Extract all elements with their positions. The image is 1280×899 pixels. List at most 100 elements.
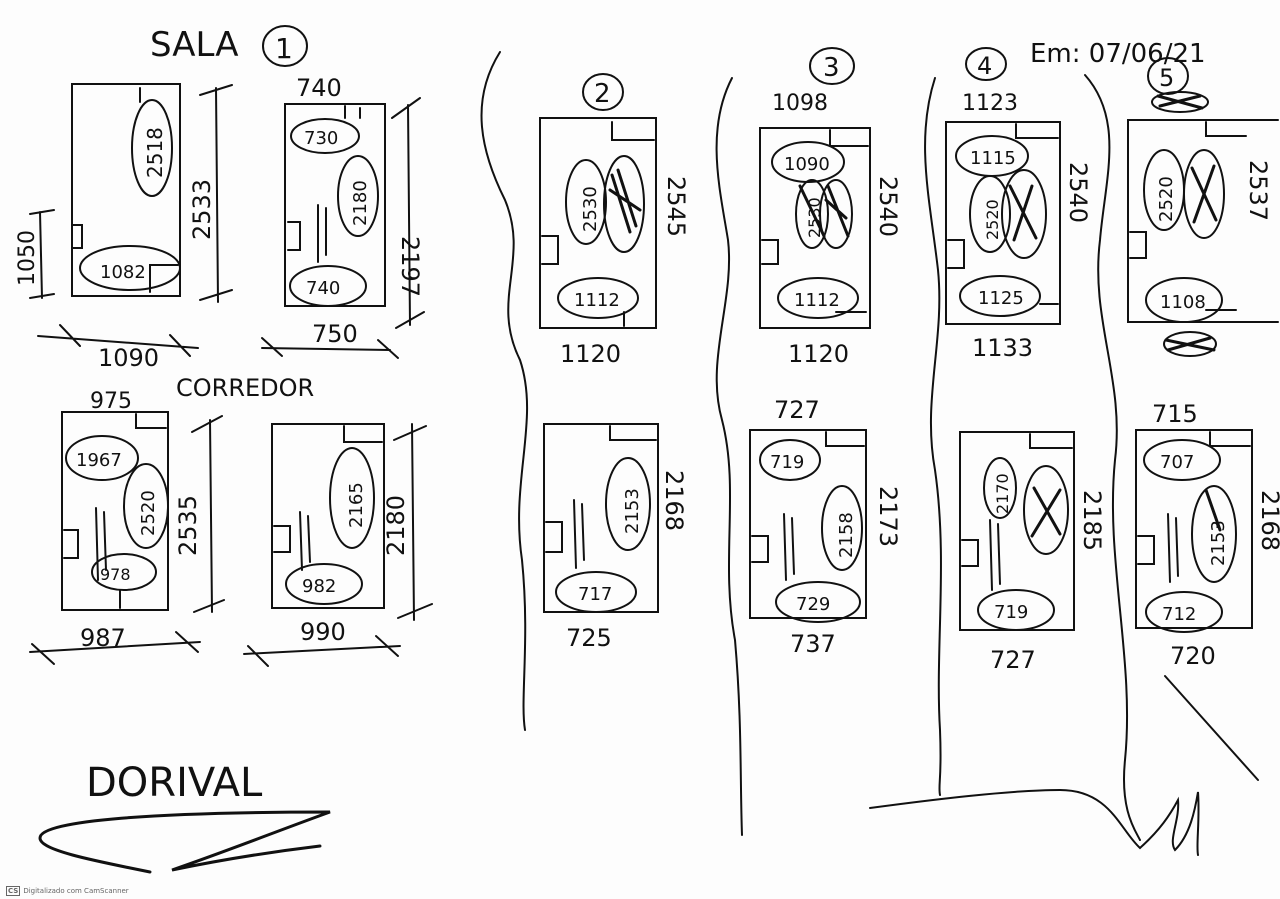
dimension-label: 750 (312, 320, 358, 348)
room-sala-left (29, 83, 233, 357)
measure-value: 719 (994, 602, 1028, 623)
dimension-label: 2540 (1064, 162, 1092, 223)
measure-circle (795, 179, 829, 249)
dimension-label: 715 (1152, 400, 1198, 428)
room-col2-top (539, 117, 657, 329)
measure-circle (777, 277, 859, 319)
scanner-badge: CS (6, 886, 21, 896)
dimension-label: 1120 (560, 340, 621, 368)
room-col3-top (759, 127, 871, 329)
divider-line-2 (715, 77, 743, 836)
measure-value: 1090 (784, 154, 830, 175)
measure-value: 2170 (993, 473, 1012, 514)
corner-diagonal (1164, 675, 1259, 781)
measure-circle (565, 159, 607, 245)
dimension-label: 2540 (874, 176, 902, 237)
room-sala-right (261, 97, 425, 359)
divider-line-1 (480, 51, 529, 731)
measure-value: 1115 (970, 148, 1016, 169)
dimension-label: 1098 (772, 91, 828, 116)
measure-value: 1967 (76, 450, 122, 471)
measure-value: 2530 (805, 197, 824, 238)
measure-circle (1143, 439, 1221, 481)
dimension-label: 1090 (98, 344, 159, 372)
dimension-label: 975 (90, 389, 132, 414)
room-col2-bottom (543, 423, 659, 613)
dimension-label: 2185 (1078, 490, 1106, 551)
dimension-label: 2545 (662, 176, 690, 237)
room-col4-top (945, 121, 1061, 325)
measure-value: 2153 (1208, 520, 1229, 566)
measure-value: 978 (100, 565, 131, 584)
measure-circle (555, 571, 637, 613)
measure-circle (977, 589, 1055, 631)
measure-circle (65, 435, 139, 481)
measure-value: 2180 (350, 180, 371, 226)
measure-value: 2520 (983, 199, 1002, 240)
scribble-mark (1156, 94, 1204, 110)
measure-value: 2153 (622, 488, 643, 534)
measure-value: 729 (796, 594, 830, 615)
dimension-label: 740 (296, 74, 342, 102)
dimension-label: 737 (790, 630, 836, 658)
dimension-label: 1123 (962, 91, 1018, 116)
measure-circle (819, 179, 853, 249)
measure-circle (79, 245, 181, 291)
measure-circle (91, 553, 157, 591)
title-number-circle (262, 25, 308, 67)
measure-value: 707 (1160, 452, 1194, 473)
measure-value: 2530 (580, 186, 601, 232)
room-corredor-left (29, 411, 225, 665)
measure-circle (969, 175, 1011, 253)
measure-circle (1145, 277, 1223, 323)
dimension-label: 727 (774, 396, 820, 424)
measure-value: 2158 (836, 512, 857, 558)
room-col4-bottom (959, 431, 1075, 631)
measure-circle (290, 118, 360, 154)
measure-value: 2520 (138, 490, 159, 536)
dimension-label: 2180 (382, 495, 410, 556)
measure-circle (821, 485, 863, 571)
dimension-label: 2535 (174, 495, 202, 556)
dimension-label: 2537 (1244, 160, 1272, 221)
column-number: 2 (594, 79, 611, 109)
dimension-label: 727 (990, 646, 1036, 674)
dimension-label: 725 (566, 624, 612, 652)
divider-line-4 (1084, 74, 1141, 841)
dimension-label: 2533 (188, 179, 216, 240)
dimension-label: 990 (300, 618, 346, 646)
dimension-label: 2197 (396, 236, 424, 297)
date-label: Em: 07/06/21 (1030, 39, 1206, 69)
column-number-circle (809, 47, 855, 85)
measure-value: 1082 (100, 262, 146, 283)
measure-circle (131, 99, 173, 197)
column-number-circle (582, 73, 624, 111)
dimension-label: 2168 (660, 470, 688, 531)
dimension-label: 2168 (1256, 490, 1280, 551)
signature: DORIVAL (86, 760, 263, 806)
room-col5-bottom (1135, 429, 1253, 633)
measure-circle (1001, 169, 1047, 259)
column-number: 5 (1159, 64, 1174, 92)
title-number: 1 (275, 32, 293, 65)
measure-value: 1112 (794, 290, 840, 311)
scribble-mark (1163, 331, 1217, 357)
dimension-label: 1133 (972, 334, 1033, 362)
dimension-label: 1120 (788, 340, 849, 368)
measure-value: 1125 (978, 288, 1024, 309)
scanner-text: Digitalizado com CamScanner (23, 887, 129, 895)
dimension-label: 720 (1170, 642, 1216, 670)
measure-circle (1145, 591, 1223, 633)
measure-value: 2518 (143, 127, 167, 178)
dimension-label: 1050 (15, 230, 40, 286)
measure-circle (123, 463, 169, 549)
measure-circle (557, 277, 639, 319)
measure-value: 730 (304, 128, 338, 149)
scribble-mark (1164, 336, 1216, 352)
sheet-title: SALA (150, 25, 238, 65)
measure-circle (759, 439, 821, 481)
column-number: 4 (977, 52, 992, 80)
bottom-stroke (869, 788, 1200, 856)
